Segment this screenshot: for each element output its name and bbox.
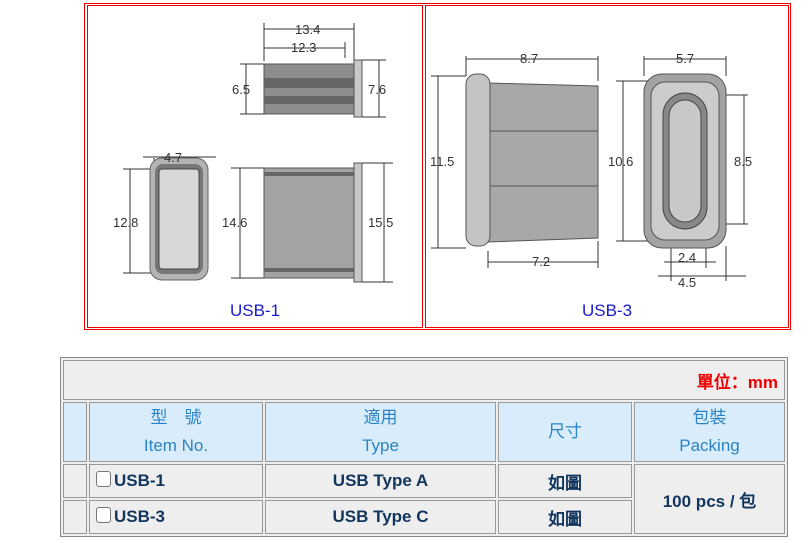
- dim-4-5: 4.5: [678, 275, 696, 290]
- item-cell: USB-1: [89, 464, 263, 498]
- size-cell: 如圖: [498, 464, 632, 498]
- header-zh: 包裝: [692, 408, 727, 427]
- dim-5-7: 5.7: [676, 51, 694, 66]
- header-zh: 適用: [363, 408, 398, 427]
- type-cell: USB Type C: [265, 500, 496, 534]
- figure-usb-1: 13.4 12.3 6.5 7.6 4.7 12.8 14.6 15.5 USB…: [87, 5, 423, 328]
- dim-11-5: 11.5: [430, 154, 454, 169]
- dim-8-5: 8.5: [734, 154, 752, 169]
- dim-10-6: 10.6: [608, 154, 633, 169]
- unit-label: 單位：mm: [63, 360, 785, 400]
- dim-6-5: 6.5: [232, 82, 250, 97]
- dim-12-3: 12.3: [291, 40, 316, 55]
- product-table: 單位：mm 型 號 Item No. 適用 Type 尺寸 包裝 Packing US…: [60, 357, 788, 537]
- dim-13-4: 13.4: [295, 22, 320, 37]
- header-size: 尺寸: [498, 402, 632, 462]
- select-checkbox[interactable]: [96, 507, 111, 523]
- header-type: 適用 Type: [265, 402, 496, 462]
- table-row: USB-3 USB Type C 如圖: [63, 500, 785, 534]
- caption-usb-1: USB-1: [229, 301, 281, 320]
- dim-7-6: 7.6: [368, 82, 386, 97]
- packing-cell: 100 pcs / 包: [634, 464, 785, 534]
- figure-usb-3: 8.7 11.5 7.2 5.7 10.6 8.5 2.4 4.5 USB-3: [425, 5, 789, 328]
- header-en: Type: [362, 436, 399, 455]
- row-blank: [63, 500, 87, 534]
- dim-4-7: 4.7: [164, 150, 182, 165]
- dim-14-6: 14.6: [222, 215, 247, 230]
- size-cell: 如圖: [498, 500, 632, 534]
- item-cell: USB-3: [89, 500, 263, 534]
- header-zh: 型 號: [150, 408, 202, 427]
- dim-15-5: 15.5: [368, 215, 393, 230]
- table-row: USB-1 USB Type A 如圖 100 pcs / 包: [63, 464, 785, 534]
- type-cell: USB Type A: [265, 464, 496, 498]
- dim-7-2: 7.2: [532, 254, 550, 269]
- usb-3-drawing: 8.7 11.5 7.2 5.7 10.6 8.5 2.4 4.5: [430, 51, 752, 290]
- header-blank: [63, 402, 87, 462]
- figure-frame: [84, 3, 791, 330]
- row-blank: [63, 464, 87, 498]
- header-zh: 尺寸: [548, 422, 582, 441]
- usb-1-drawing: 13.4 12.3 6.5 7.6 4.7 12.8 14.6 15.5: [113, 22, 393, 283]
- header-item-no: 型 號 Item No.: [89, 402, 263, 462]
- header-en: Packing: [679, 436, 740, 455]
- item-no: USB-3: [114, 507, 166, 526]
- dim-12-8: 12.8: [113, 215, 138, 230]
- header-en: Item No.: [143, 436, 209, 455]
- select-checkbox[interactable]: [96, 471, 111, 487]
- caption-usb-3: USB-3: [581, 301, 633, 320]
- dim-2-4: 2.4: [678, 250, 696, 265]
- item-no: USB-1: [114, 471, 166, 490]
- header-packing: 包裝 Packing: [634, 402, 785, 462]
- dim-8-7: 8.7: [520, 51, 538, 66]
